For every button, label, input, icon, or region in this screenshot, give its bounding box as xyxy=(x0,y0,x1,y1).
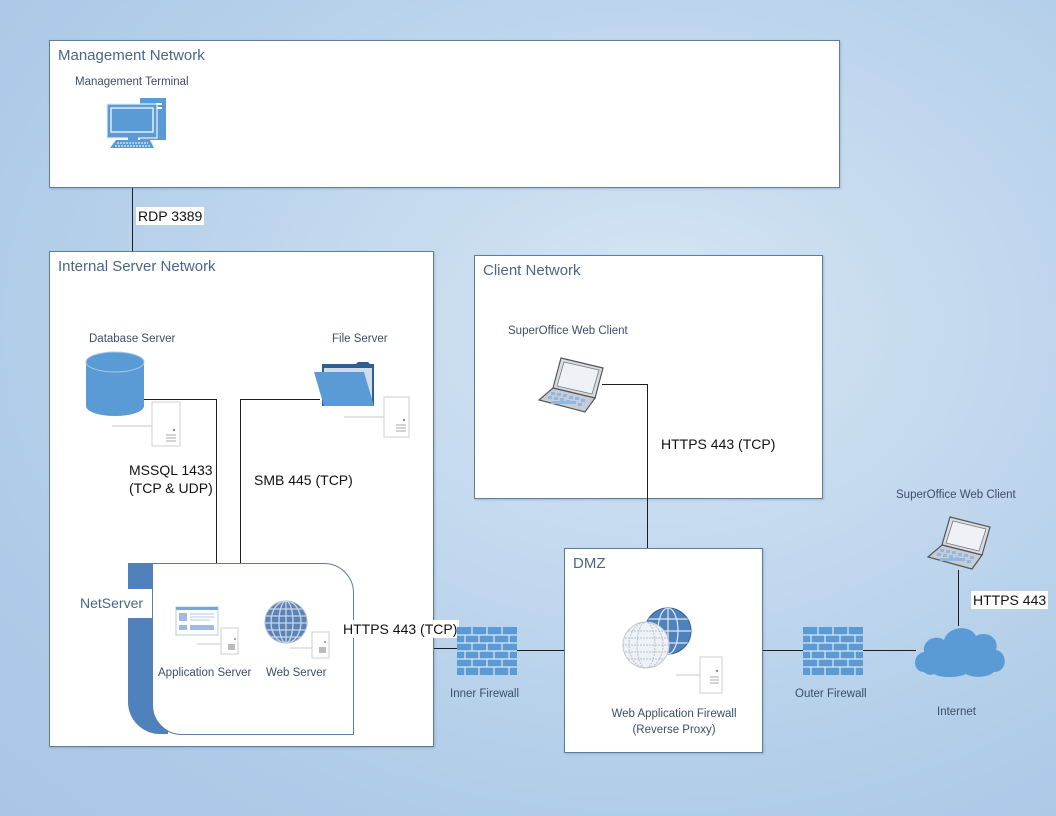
mssql-connection-line-v xyxy=(216,399,217,564)
netserver-zone xyxy=(152,563,354,735)
file-server-label: File Server xyxy=(332,333,388,345)
smb-connection-line-h xyxy=(240,399,320,400)
zone-title: Management Network xyxy=(58,47,205,64)
mssql-label-line1: MSSQL 1433 xyxy=(129,462,213,478)
remote-to-internet-label: HTTPS 443 xyxy=(971,591,1049,609)
folder-icon[interactable] xyxy=(312,360,378,412)
inner-firewall-label: Inner Firewall xyxy=(450,688,520,700)
dmz-to-outer-firewall-line xyxy=(761,650,803,651)
client-web-client-label: SuperOffice Web Client xyxy=(508,325,628,337)
database-icon[interactable] xyxy=(85,350,145,420)
management-terminal-label: Management Terminal xyxy=(75,76,189,88)
netserver-zone-title: NetServer xyxy=(80,595,144,611)
cloud-icon[interactable] xyxy=(912,622,1008,678)
smb-connection-line-v xyxy=(240,399,241,564)
laptop-icon[interactable] xyxy=(926,513,994,573)
zone-title: Internal Server Network xyxy=(58,258,216,275)
desktop-computer-icon[interactable] xyxy=(104,96,170,152)
client-network-zone: Client Network xyxy=(474,255,823,499)
remote-client-to-internet-line xyxy=(958,570,959,626)
database-server-label: Database Server xyxy=(89,333,176,345)
zone-title: Client Network xyxy=(483,262,581,279)
mssql-connection-label: MSSQL 1433 (TCP & UDP) xyxy=(127,461,215,497)
web-to-inner-firewall-label: HTTPS 443 (TCP) xyxy=(341,620,460,638)
application-server-label: Application Server xyxy=(158,667,252,679)
client-to-dmz-line-h xyxy=(602,384,648,385)
firewall-icon[interactable] xyxy=(803,627,863,675)
server-tower-icon xyxy=(344,396,410,438)
rdp-connection-line xyxy=(132,187,133,252)
inner-firewall-to-dmz-line xyxy=(515,650,565,651)
management-network-zone: Management Network xyxy=(49,40,840,188)
client-to-dmz-label: HTTPS 443 (TCP) xyxy=(661,436,776,452)
application-window-icon[interactable] xyxy=(175,606,245,658)
globe-icon[interactable] xyxy=(264,600,334,660)
web-server-label: Web Server xyxy=(266,667,327,679)
remote-web-client-label: SuperOffice Web Client xyxy=(896,489,1016,501)
outer-firewall-label: Outer Firewall xyxy=(795,688,867,700)
client-to-dmz-line-v xyxy=(647,384,648,549)
globe-pair-icon[interactable] xyxy=(622,607,726,697)
mssql-label-line2: (TCP & UDP) xyxy=(129,480,213,496)
outer-firewall-to-internet-line xyxy=(862,650,916,651)
rdp-connection-label: RDP 3389 xyxy=(136,207,205,225)
waf-label: Web Application Firewall (Reverse Proxy) xyxy=(604,706,744,738)
smb-connection-label: SMB 445 (TCP) xyxy=(254,472,353,488)
waf-label-line2: (Reverse Proxy) xyxy=(632,724,716,736)
server-tower-icon xyxy=(112,401,181,447)
internet-label: Internet xyxy=(937,706,976,718)
waf-label-line1: Web Application Firewall xyxy=(611,708,737,720)
zone-title: DMZ xyxy=(573,555,606,572)
mssql-connection-line-h xyxy=(143,399,217,400)
firewall-icon[interactable] xyxy=(457,627,517,675)
laptop-icon[interactable] xyxy=(537,354,605,418)
